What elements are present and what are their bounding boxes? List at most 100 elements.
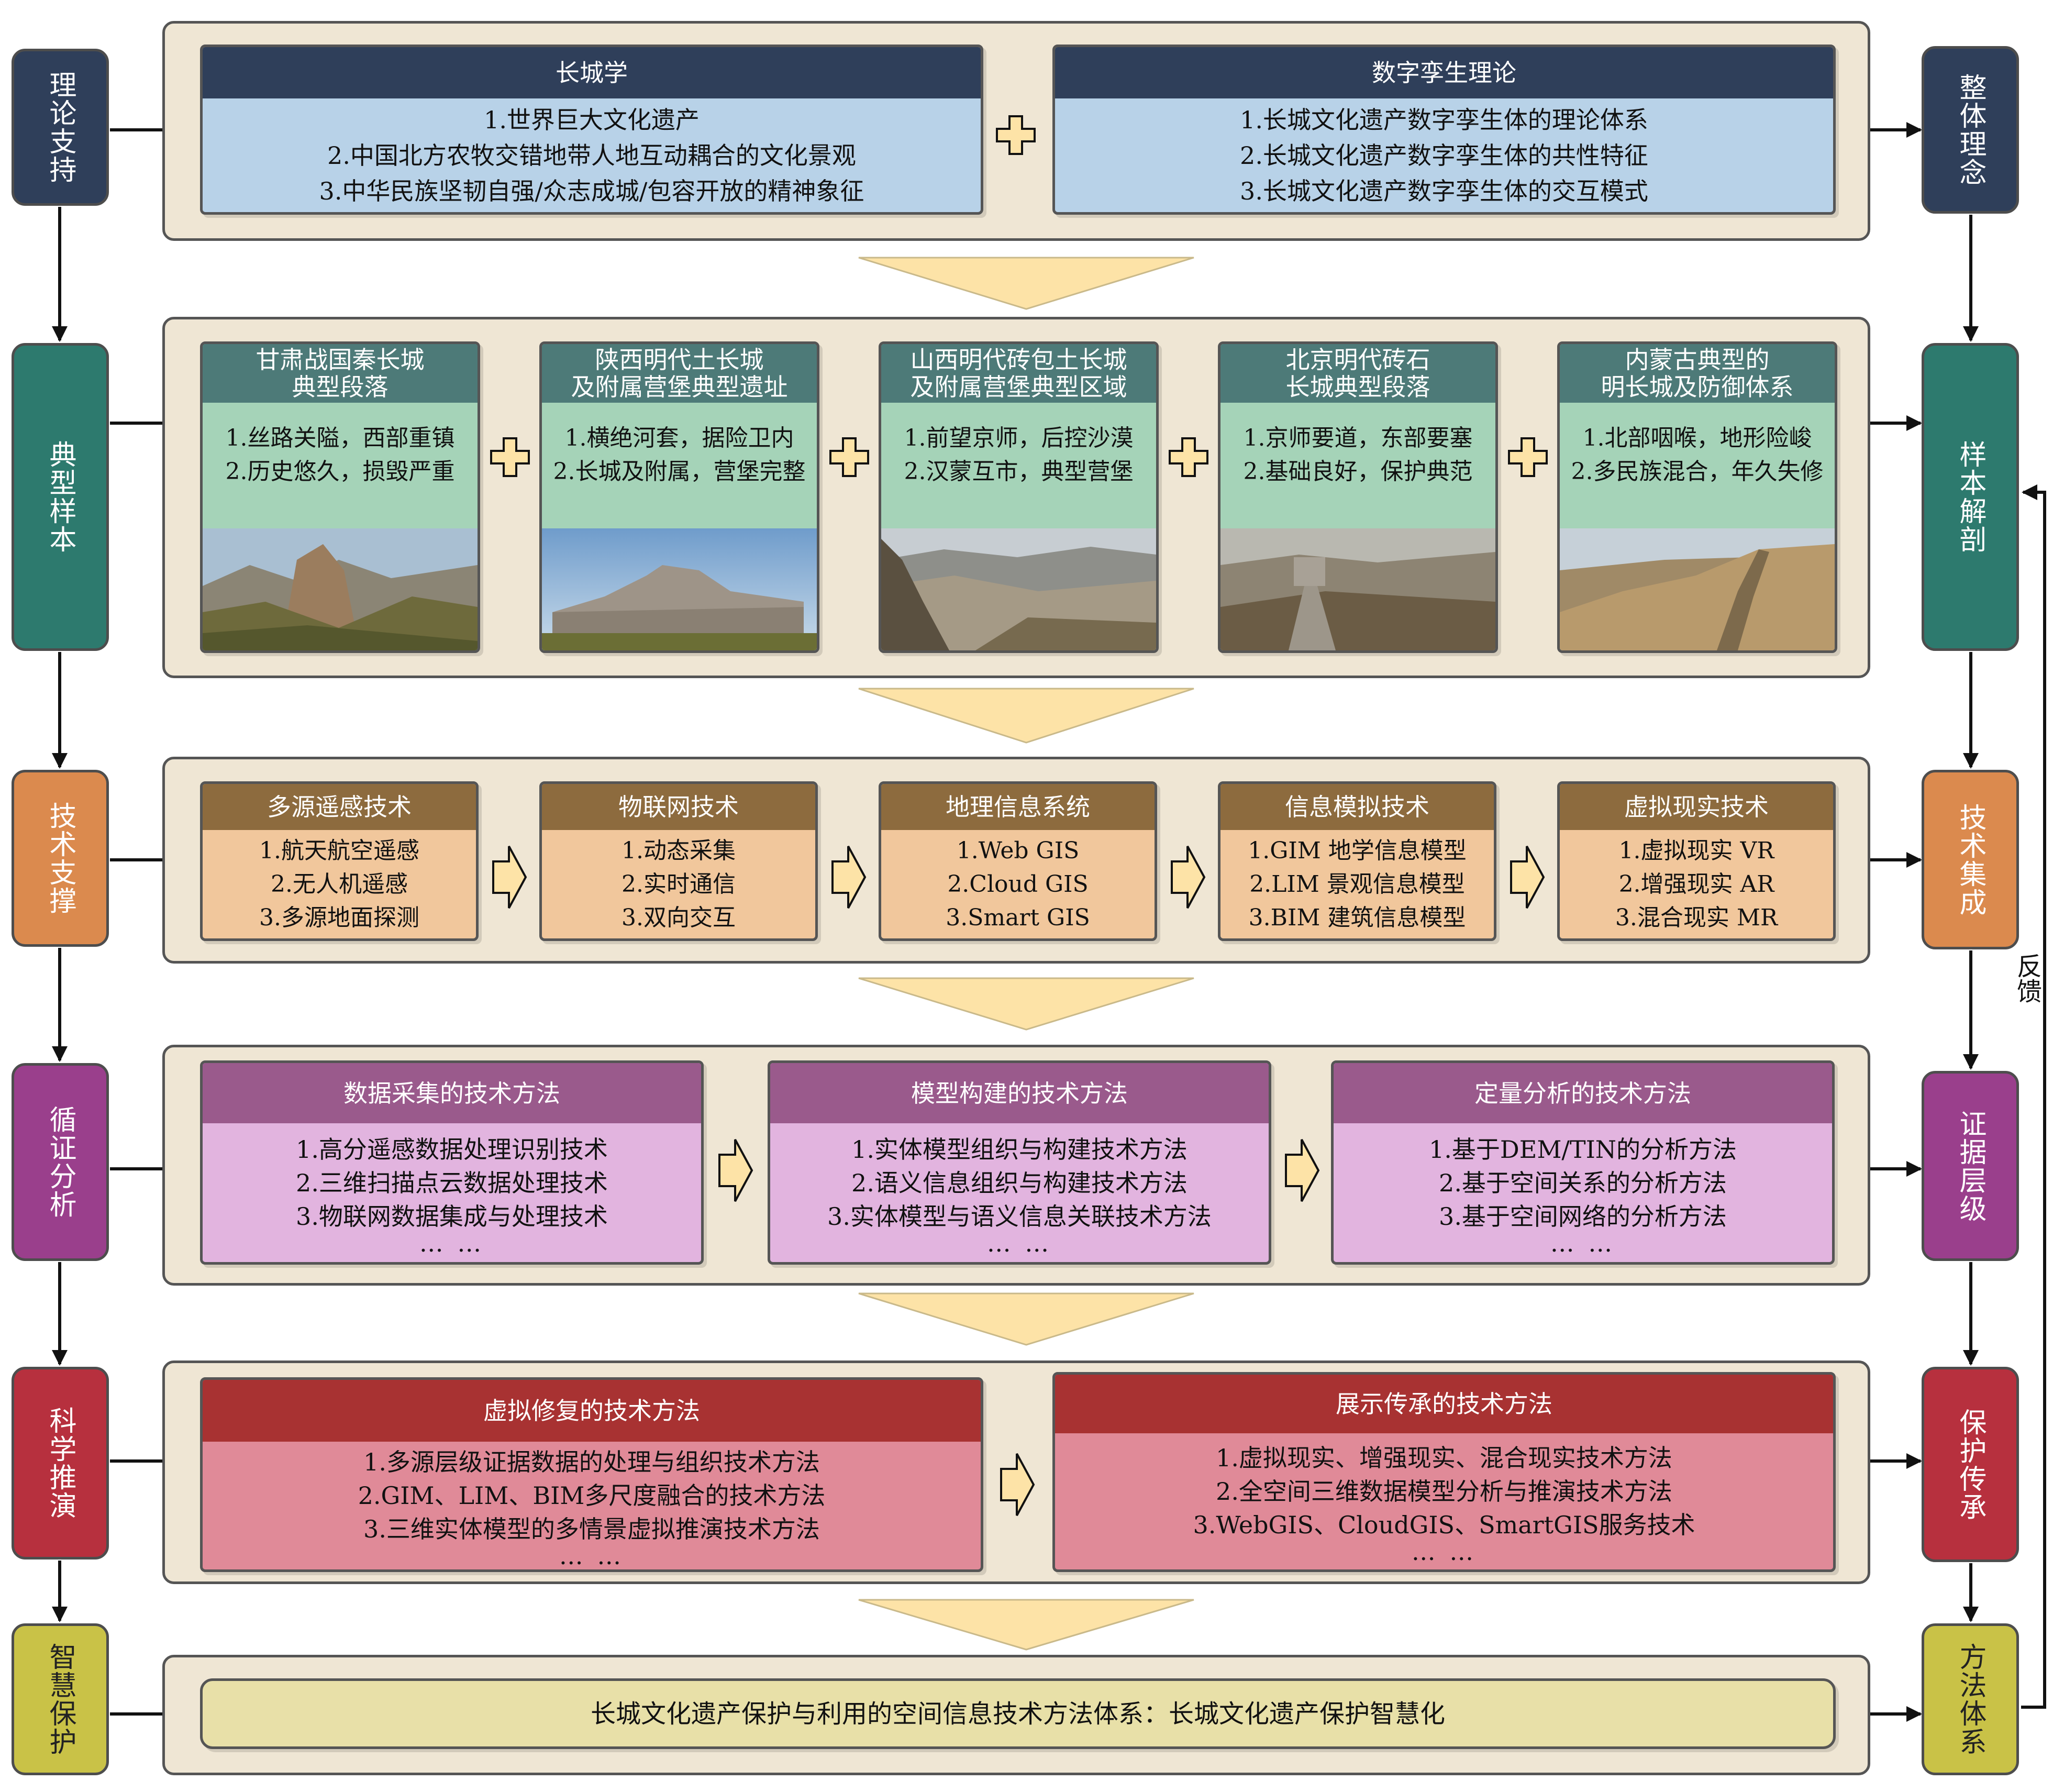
card-line: 3.三维实体模型的多情景虚拟推演技术方法 bbox=[363, 1515, 820, 1543]
left-label-text: 循证分析 bbox=[45, 1105, 76, 1219]
card-title-text: 虚拟现实技术 bbox=[1624, 793, 1769, 821]
card-body: 1.北部咽喉，地形险峻 2.多民族混合，年久失修 bbox=[1560, 403, 1835, 507]
card-title-text: 信息模拟技术 bbox=[1285, 793, 1429, 821]
card-sample-beijing: 北京明代砖石 长城典型段落 1.京师要道，东部要塞 2.基础良好，保护典范 bbox=[1218, 341, 1498, 653]
photo-gansu bbox=[203, 528, 478, 650]
right-label-holistic-concept: 整体理念 bbox=[1922, 46, 2019, 214]
right-label-text: 证据层级 bbox=[1955, 1109, 1986, 1223]
card-body: 1.动态采集 2.实时通信 3.双向交互 bbox=[542, 830, 815, 938]
card-body: 1.多源层级证据数据的处理与组织技术方法 2.GIM、LIM、BIM多尺度融合的… bbox=[203, 1442, 981, 1569]
card-line: 1.丝路关隘，西部重镇 bbox=[225, 425, 455, 451]
card-sample-shaanxi: 陕西明代土长城 及附属营堡典型遗址 1.横绝河套，据险卫内 2.长城及附属，营堡… bbox=[539, 341, 819, 653]
card-line: 1.世界巨大文化遗产 bbox=[484, 105, 700, 134]
left-label-text: 科学推演 bbox=[45, 1407, 76, 1520]
card-title-line: 甘肃战国秦长城 bbox=[256, 346, 425, 374]
card-line: 3.实体模型与语义信息关联技术方法 bbox=[827, 1202, 1212, 1231]
card-line: 2.历史悠久，损毁严重 bbox=[225, 458, 455, 485]
card-line: 1.GIM 地学信息模型 bbox=[1248, 837, 1467, 864]
card-line: 2.长城及附属，营堡完整 bbox=[553, 458, 806, 485]
card-body: 1.Web GIS 2.Cloud GIS 3.Smart GIS bbox=[881, 830, 1155, 938]
card-line: 3.长城文化遗产数字孪生体的交互模式 bbox=[1240, 176, 1648, 205]
card-title-line: 陕西明代土长城 bbox=[595, 346, 764, 374]
card-line: 1.前望京师，后控沙漠 bbox=[904, 425, 1134, 451]
plus-icon bbox=[490, 437, 530, 477]
card-title-text: 展示传承的技术方法 bbox=[1336, 1390, 1552, 1418]
card-data-collection-methods: 数据采集的技术方法 1.高分遥感数据处理识别技术 2.三维扫描点云数据处理技术 … bbox=[200, 1060, 704, 1265]
card-virtual-restoration-methods: 虚拟修复的技术方法 1.多源层级证据数据的处理与组织技术方法 2.GIM、LIM… bbox=[200, 1377, 983, 1572]
card-line: 3.BIM 建筑信息模型 bbox=[1248, 904, 1466, 931]
card-line: 1.动态采集 bbox=[622, 837, 736, 864]
card-body: 1.世界巨大文化遗产 2.中国北方农牧交错地带人地互动耦合的文化景观 3.中华民… bbox=[203, 98, 981, 212]
card-title: 地理信息系统 bbox=[881, 784, 1155, 830]
card-body: 长城文化遗产保护与利用的空间信息技术方法体系：长城文化遗产保护智慧化 bbox=[203, 1681, 1833, 1746]
card-line: 1.北部咽喉，地形险峻 bbox=[1582, 425, 1812, 451]
plus-icon bbox=[829, 437, 869, 477]
card-title: 定量分析的技术方法 bbox=[1334, 1063, 1832, 1123]
card-body: 1.虚拟现实 VR 2.增强现实 AR 3.混合现实 MR bbox=[1560, 830, 1833, 938]
card-body: 1.丝路关隘，西部重镇 2.历史悠久，损毁严重 bbox=[203, 403, 478, 507]
card-line: 1.航天航空遥感 bbox=[259, 837, 419, 864]
card-title: 展示传承的技术方法 bbox=[1055, 1375, 1833, 1433]
card-title-text: 虚拟修复的技术方法 bbox=[483, 1397, 700, 1425]
card-title-text: 模型构建的技术方法 bbox=[911, 1079, 1128, 1108]
card-title: 多源遥感技术 bbox=[203, 784, 476, 830]
card-body: 1.虚拟现实、增强现实、混合现实技术方法 2.全空间三维数据模型分析与推演技术方… bbox=[1055, 1433, 1833, 1569]
card-line: 2.汉蒙互市，典型营堡 bbox=[904, 458, 1134, 485]
card-remote-sensing: 多源遥感技术 1.航天航空遥感 2.无人机遥感 3.多源地面探测 bbox=[200, 781, 479, 941]
card-line: 1.多源层级证据数据的处理与组织技术方法 bbox=[363, 1448, 820, 1476]
card-line: 2.增强现实 AR bbox=[1618, 870, 1774, 898]
card-title-text: 数据采集的技术方法 bbox=[343, 1079, 560, 1108]
card-virtual-reality: 虚拟现实技术 1.虚拟现实 VR 2.增强现实 AR 3.混合现实 MR bbox=[1557, 781, 1836, 941]
card-line: 2.LIM 景观信息模型 bbox=[1249, 870, 1465, 898]
right-label-evidence-level: 证据层级 bbox=[1922, 1071, 2019, 1261]
card-line: 2.实时通信 bbox=[622, 870, 736, 898]
card-title-text: 长城学 bbox=[556, 59, 628, 87]
card-title-line: 及附属营堡典型遗址 bbox=[571, 373, 788, 401]
card-line: 3.混合现实 MR bbox=[1615, 904, 1778, 931]
card-line: 2.多民族混合，年久失修 bbox=[1571, 458, 1824, 485]
right-label-sample-dissection: 样本解剖 bbox=[1922, 343, 2019, 651]
card-body: 1.京师要道，东部要塞 2.基础良好，保护典范 bbox=[1220, 403, 1495, 507]
card-title: 山西明代砖包土长城 及附属营堡典型区域 bbox=[881, 344, 1156, 403]
card-line: 3.多源地面探测 bbox=[259, 904, 419, 931]
card-body: 1.高分遥感数据处理识别技术 2.三维扫描点云数据处理技术 3.物联网数据集成与… bbox=[203, 1123, 701, 1262]
card-line: 1.虚拟现实 VR bbox=[1618, 837, 1774, 864]
left-label-text: 智慧保护 bbox=[45, 1643, 76, 1756]
arrow-right-icon bbox=[492, 846, 527, 909]
card-line: 2.基于空间关系的分析方法 bbox=[1439, 1168, 1727, 1197]
card-gis: 地理信息系统 1.Web GIS 2.Cloud GIS 3.Smart GIS bbox=[879, 781, 1157, 941]
card-line: 2.GIM、LIM、BIM多尺度融合的技术方法 bbox=[358, 1481, 826, 1510]
left-label-evidence-analysis: 循证分析 bbox=[12, 1063, 109, 1261]
card-sample-shanxi: 山西明代砖包土长城 及附属营堡典型区域 1.前望京师，后控沙漠 2.汉蒙互市，典… bbox=[879, 341, 1159, 653]
card-title-text: 多源遥感技术 bbox=[267, 793, 412, 821]
card-title: 北京明代砖石 长城典型段落 bbox=[1220, 344, 1495, 403]
card-ellipsis: … … bbox=[1411, 1537, 1477, 1566]
card-title-text: 物联网技术 bbox=[618, 793, 739, 821]
card-title: 物联网技术 bbox=[542, 784, 815, 830]
card-title: 虚拟现实技术 bbox=[1560, 784, 1833, 830]
photo-shanxi bbox=[881, 528, 1156, 650]
left-label-tech-support: 技术支撑 bbox=[12, 770, 109, 947]
card-body: 1.前望京师，后控沙漠 2.汉蒙互市，典型营堡 bbox=[881, 403, 1156, 507]
card-line: 2.无人机遥感 bbox=[271, 870, 408, 898]
card-title-line: 典型段落 bbox=[292, 373, 389, 401]
right-label-method-system: 方法体系 bbox=[1922, 1623, 2019, 1775]
card-line: 1.高分遥感数据处理识别技术 bbox=[296, 1135, 608, 1164]
card-body: 1.GIM 地学信息模型 2.LIM 景观信息模型 3.BIM 建筑信息模型 bbox=[1220, 830, 1494, 938]
card-title: 陕西明代土长城 及附属营堡典型遗址 bbox=[542, 344, 817, 403]
card-line: 1.虚拟现实、增强现实、混合现实技术方法 bbox=[1216, 1444, 1672, 1472]
left-label-text: 技术支撑 bbox=[45, 802, 76, 915]
right-label-text: 方法体系 bbox=[1955, 1643, 1986, 1756]
arrow-right-icon bbox=[1000, 1453, 1035, 1516]
left-label-sample: 典型样本 bbox=[12, 343, 109, 651]
summary-text: 长城文化遗产保护与利用的空间信息技术方法体系：长城文化遗产保护智慧化 bbox=[590, 1699, 1445, 1729]
card-title: 数据采集的技术方法 bbox=[203, 1063, 701, 1123]
card-title-line: 山西明代砖包土长城 bbox=[910, 346, 1127, 374]
arrow-right-icon bbox=[1171, 846, 1206, 909]
card-line: 3.基于空间网络的分析方法 bbox=[1439, 1202, 1727, 1231]
card-line: 1.基于DEM/TIN的分析方法 bbox=[1428, 1135, 1737, 1164]
right-label-text: 保护传承 bbox=[1955, 1408, 1986, 1521]
card-sample-neimenggu: 内蒙古典型的 明长城及防御体系 1.北部咽喉，地形险峻 2.多民族混合，年久失修 bbox=[1557, 341, 1837, 653]
card-line: 3.WebGIS、CloudGIS、SmartGIS服务技术 bbox=[1193, 1511, 1695, 1539]
